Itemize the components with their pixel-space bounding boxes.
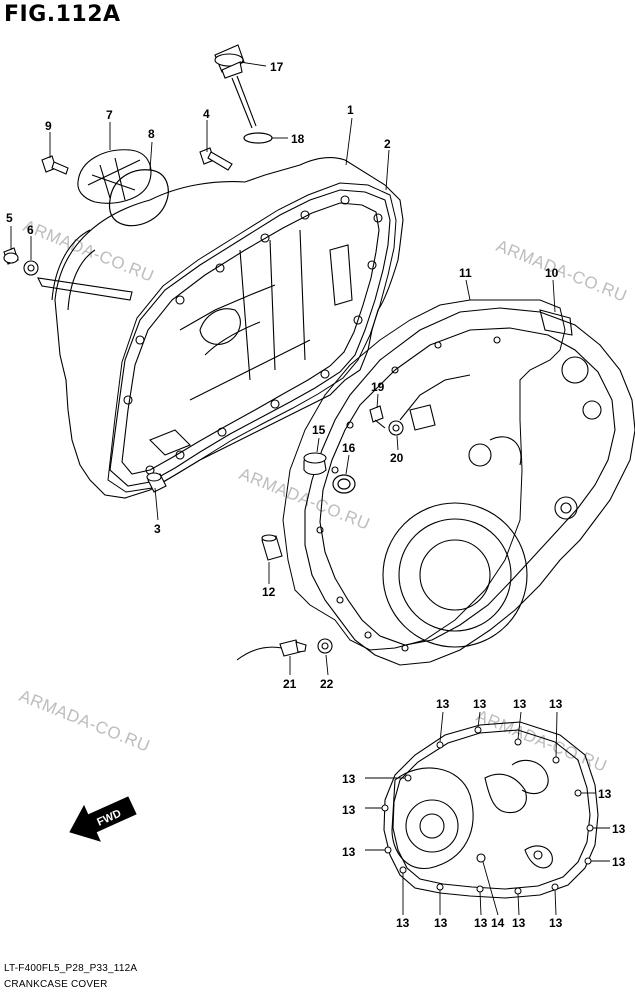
callout-13-right-1: 13: [598, 787, 612, 801]
o-ring-8: [108, 169, 169, 227]
callout-1: 1: [347, 103, 354, 117]
callout-17: 17: [270, 60, 284, 74]
o-ring-16: [332, 474, 356, 494]
callout-22: 22: [320, 677, 334, 691]
figure-code: LT-F400FL5_P28_P33_112A: [4, 963, 138, 974]
washer-22: [317, 638, 333, 654]
callout-19: 19: [371, 380, 385, 394]
callout-14: 14: [491, 916, 505, 930]
callout-11: 11: [459, 266, 472, 280]
crankcase-cover-left: [37, 156, 404, 499]
cap-7: [77, 149, 152, 204]
figure-title: FIG.112A: [4, 2, 121, 27]
callout-13-left-1: 13: [342, 772, 356, 786]
inset-bolt-layout: [383, 721, 599, 899]
callout-15: 15: [312, 423, 326, 437]
sensor-21: [236, 639, 307, 661]
callout-4: 4: [203, 107, 210, 121]
forward-arrow-icon: FWD: [69, 796, 137, 842]
washer-20: [388, 420, 404, 436]
callout-13-top-3: 13: [513, 697, 527, 711]
washer-6: [23, 260, 39, 276]
bolt-9: [41, 155, 69, 175]
callout-8: 8: [148, 127, 155, 141]
watermark-5: ARMADA-CO.RU: [474, 706, 610, 776]
figure-caption: CRANKCASE COVER: [4, 979, 108, 990]
dowel-pin-3: [146, 472, 167, 493]
plug-5: [3, 247, 19, 265]
callout-13-bottom-1: 13: [396, 916, 410, 930]
o-ring-18: [243, 132, 273, 144]
callout-7: 7: [106, 108, 113, 122]
callout-18: 18: [291, 132, 305, 146]
oil-filler-cap-17: [214, 44, 257, 129]
gasket-11: [282, 299, 566, 651]
gasket-cover: [107, 182, 397, 493]
callout-13-left-3: 13: [342, 845, 356, 859]
callout-13-left-2: 13: [342, 803, 356, 817]
callout-16: 16: [342, 441, 356, 455]
callout-6: 6: [27, 223, 34, 237]
callout-13-bottom-5: 13: [549, 916, 563, 930]
callout-13-right-3: 13: [612, 855, 626, 869]
callout-13-bottom-2: 13: [434, 916, 448, 930]
watermark-2: ARMADA-CO.RU: [494, 236, 630, 306]
callout-13-top-1: 13: [436, 697, 450, 711]
watermark-1: ARMADA-CO.RU: [21, 216, 157, 286]
plug-15: [303, 452, 327, 476]
callout-2: 2: [384, 137, 391, 151]
bolt-4: [199, 147, 233, 171]
callout-13-top-2: 13: [473, 697, 487, 711]
callout-13-right-2: 13: [612, 822, 626, 836]
callout-10: 10: [545, 266, 559, 280]
crankcase-cover-right: [304, 307, 635, 666]
callout-21: 21: [283, 677, 297, 691]
callout-13-top-4: 13: [549, 697, 563, 711]
watermark-4: ARMADA-CO.RU: [17, 686, 153, 756]
callout-9: 9: [45, 119, 52, 133]
pin-12: [261, 534, 283, 561]
callout-12: 12: [262, 585, 276, 599]
callout-20: 20: [390, 451, 404, 465]
leader-lines: [10, 61, 610, 916]
callout-3: 3: [154, 522, 161, 536]
callout-5: 5: [6, 211, 13, 225]
callout-13-bottom-3: 13: [474, 916, 488, 930]
callout-13-bottom-4: 13: [512, 916, 526, 930]
callout-labels: 1 2 3 4 5 6 7 8 9 10 11 12 13 13 13 13 1…: [6, 60, 626, 930]
bolt-19: [369, 405, 386, 429]
